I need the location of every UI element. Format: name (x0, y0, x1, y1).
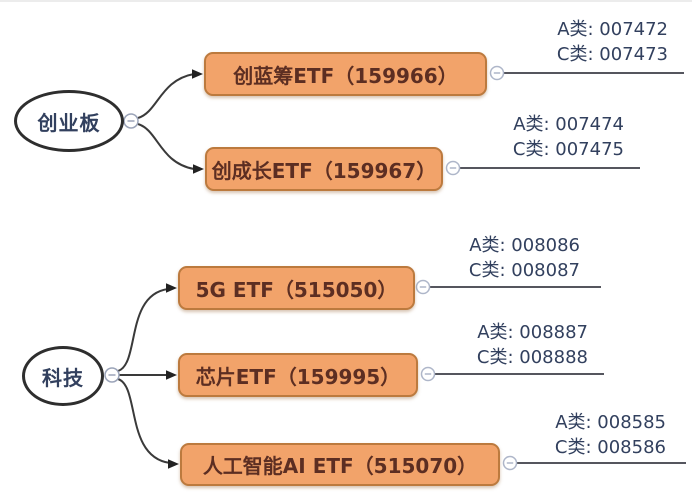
class-c-code: C类: 008888 (476, 347, 588, 368)
etf-node-515050[interactable]: 5G ETF（515050） (178, 266, 415, 310)
share-class-codes-515050[interactable]: A类: 008086 C类: 008087 (469, 233, 580, 283)
etf-node-label: 创蓝筹ETF（159966） (233, 63, 458, 88)
arrowhead-icon (192, 69, 203, 79)
etf-node-515070[interactable]: 人工智能AI ETF（515070） (180, 443, 500, 486)
class-c-code: C类: 008586 (554, 437, 666, 458)
collapse-toggle-159967[interactable] (445, 160, 461, 176)
etf-node-159967[interactable]: 创成长ETF（159967） (205, 147, 443, 191)
collapse-toggle-515050[interactable] (415, 279, 431, 295)
collapse-toggle-chuangyeban[interactable] (123, 113, 139, 129)
etf-node-label: 5G ETF（515050） (195, 277, 398, 302)
collapse-toggle-keji[interactable] (104, 367, 120, 383)
share-class-codes-515070[interactable]: A类: 008585 C类: 008586 (555, 410, 666, 460)
arrowhead-icon (193, 164, 204, 174)
class-a-code: A类: 008887 (477, 322, 588, 343)
branch-curve (117, 378, 171, 464)
arrowhead-icon (168, 459, 179, 469)
etf-node-label: 人工智能AI ETF（515070） (202, 454, 478, 478)
etf-node-label: 创成长ETF（159967） (211, 158, 437, 183)
etf-node-159966[interactable]: 创蓝筹ETF（159966） (204, 52, 487, 96)
root-node-chuangyeban[interactable]: 创业板 (14, 90, 124, 152)
class-a-code: A类: 008585 (555, 412, 666, 433)
class-a-code: A类: 008086 (469, 235, 580, 256)
root-node-keji[interactable]: 科技 (22, 346, 104, 406)
etf-node-label: 芯片ETF（159995） (195, 364, 401, 389)
class-a-code: A类: 007472 (557, 19, 668, 40)
collapse-toggle-515070[interactable] (502, 455, 518, 471)
class-c-code: C类: 008087 (468, 260, 580, 281)
arrowhead-icon (166, 370, 177, 380)
class-c-code: C类: 007475 (512, 139, 624, 160)
share-class-codes-159995[interactable]: A类: 008887 C类: 008888 (477, 320, 588, 370)
arrowhead-icon (166, 283, 177, 293)
share-class-codes-159966[interactable]: A类: 007472 C类: 007473 (557, 17, 668, 67)
share-class-codes-159967[interactable]: A类: 007474 C类: 007475 (513, 112, 624, 162)
collapse-toggle-159995[interactable] (420, 366, 436, 382)
branch-curve (137, 123, 195, 170)
class-a-code: A类: 007474 (513, 114, 624, 135)
root-node-label: 创业板 (37, 110, 101, 135)
branch-curve (137, 73, 195, 119)
etf-node-159995[interactable]: 芯片ETF（159995） (178, 353, 418, 397)
root-node-label: 科技 (42, 365, 84, 390)
collapse-toggle-159966[interactable] (489, 65, 505, 81)
branch-curve (117, 288, 169, 372)
class-c-code: C类: 007473 (556, 44, 668, 65)
